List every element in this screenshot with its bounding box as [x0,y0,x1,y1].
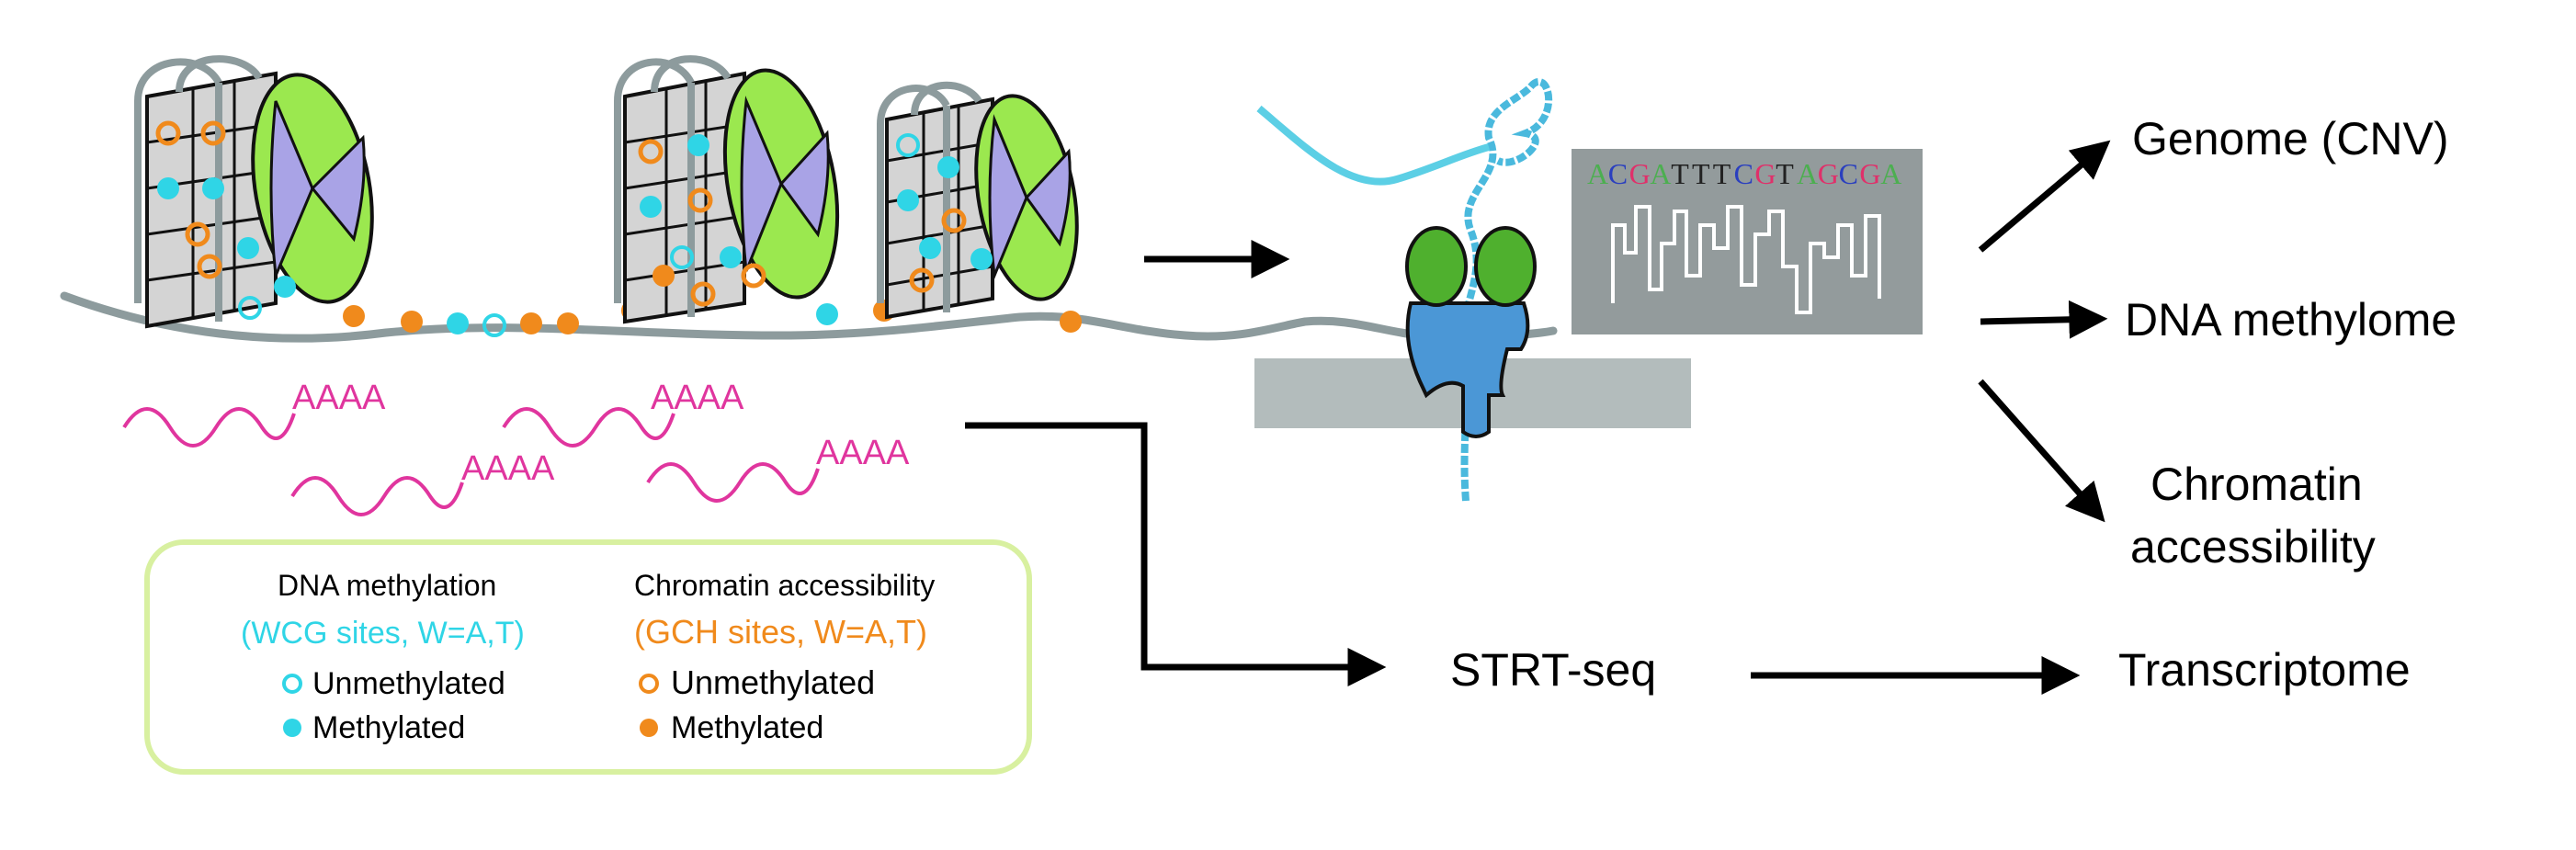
legend-dna-unmethylated: Unmethylated [312,666,505,701]
legend-dna-methylated-marker [283,719,301,737]
polya-label-2: AAAA [651,379,744,417]
sequence-letter: T [1692,157,1710,190]
legend-acc-title: Chromatin accessibility [634,569,935,602]
legend-box: DNA methylation (WCG sites, W=A,T) Unmet… [144,539,1032,775]
polya-label-1: AAAA [292,379,386,417]
output-methylome: DNA methylome [2125,294,2457,346]
legend-acc-sites: (GCH sites, W=A,T) [634,613,927,651]
sequence-letter: A [1797,157,1818,190]
nucleosome-2 [614,55,840,324]
output-chromatin-line1: Chromatin [2150,459,2363,510]
sequence-letter: G [1629,157,1651,190]
ssdna-tail [1256,105,1491,186]
output-chromatin-line2: accessibility [2130,521,2376,572]
sequence-letter: A [1880,157,1901,190]
nanopore [1254,78,1691,502]
output-genome: Genome (CNV) [2132,113,2449,164]
mrna-group: AAAA AAAA AAAA AAAA [122,379,910,516]
output-transcriptome: Transcriptome [2118,644,2411,696]
legend-dna-methylated: Methylated [312,710,465,745]
sequence-letter: T [1776,157,1794,190]
sequence-letter: C [1839,157,1858,190]
output-strt: STRT-seq [1450,644,1656,696]
polya-label-4: AAAA [816,434,910,472]
dna-strand [60,291,1558,343]
legend-dna-unmethylated-marker [282,674,302,694]
sequence-letter: T [1671,157,1689,190]
arrow-to-chromatin [1978,379,2105,523]
pore-head-left [1405,226,1468,307]
arrow-to-strt [965,422,1387,686]
sequence-letter: C [1608,157,1628,190]
sequence-letter: A [1650,157,1671,190]
legend-acc-unmethylated: Unmethylated [671,663,875,701]
arrow-to-methylome [1980,300,2108,339]
polya-label-3: AAAA [461,449,555,488]
legend-dna-title: DNA methylation [278,569,496,602]
mrna-strand-4 [646,462,820,503]
mrna-strand-2 [502,407,675,448]
legend-acc-methylated: Methylated [671,710,823,745]
sequence-letter: T [1713,157,1731,190]
mrna-strand-3 [290,476,464,516]
signal-trace [1611,205,1881,314]
sequence-letter: A [1587,157,1608,190]
sequence-letter: G [1754,157,1776,190]
sequence-letter: G [1859,157,1880,190]
pore-head-right [1474,226,1537,307]
sequence-letter: C [1734,157,1753,190]
pore-body [1405,301,1530,438]
mrna-strand-1 [122,407,296,448]
legend-acc-unmethylated-marker [639,674,659,694]
nucleosome-1 [134,55,374,329]
legend-dna-sites: (WCG sites, W=A,T) [241,616,525,651]
arrow-to-genome [1978,140,2111,253]
sequence-letter: G [1818,157,1839,190]
legend-acc-methylated-marker [640,719,658,737]
nucleosome-3 [877,81,1079,320]
